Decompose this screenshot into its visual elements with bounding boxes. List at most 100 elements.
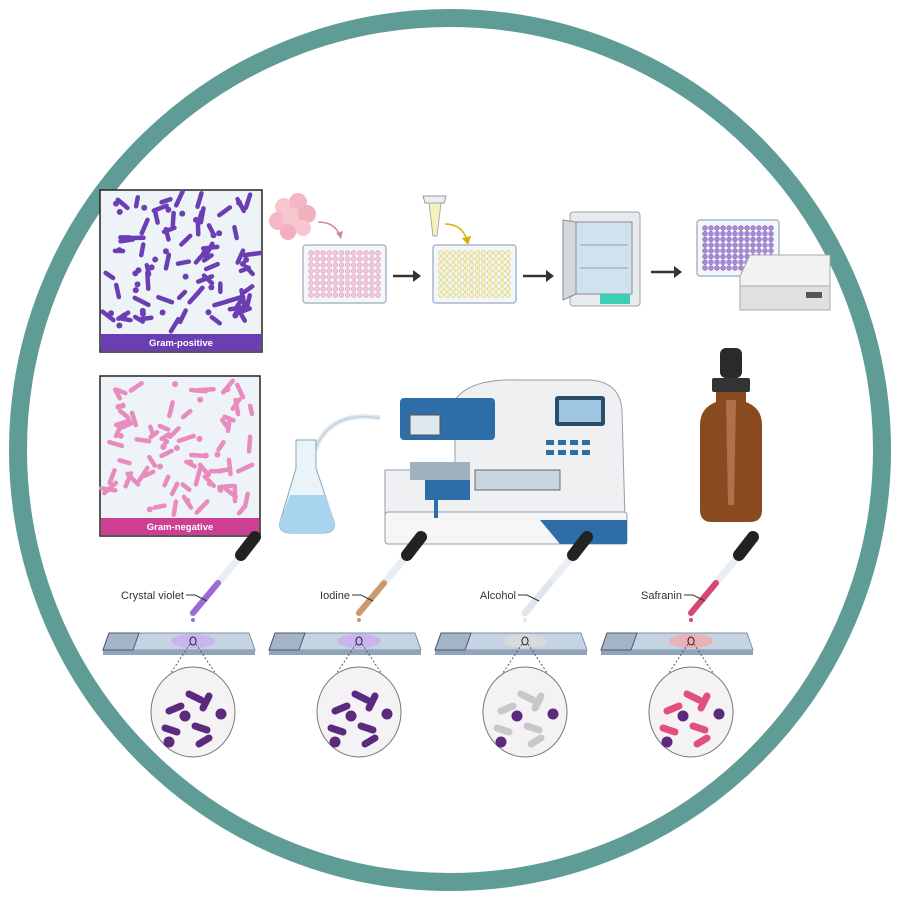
reagent-label: Alcohol xyxy=(480,590,516,602)
coccus xyxy=(113,200,120,207)
well xyxy=(702,236,708,243)
arrow-right-icon xyxy=(523,270,554,282)
well xyxy=(444,280,450,286)
well xyxy=(499,250,505,256)
well xyxy=(732,236,738,243)
rod-bacterium xyxy=(114,387,128,396)
rod-bacterium xyxy=(117,408,131,420)
well xyxy=(468,286,475,292)
well xyxy=(456,262,462,268)
rod-bacterium xyxy=(147,454,158,469)
well xyxy=(505,280,511,286)
rod-bacterium xyxy=(185,690,205,704)
rod-bacterium xyxy=(245,293,252,309)
rod-bacterium xyxy=(191,722,211,734)
well xyxy=(487,286,493,292)
well xyxy=(702,248,708,254)
well xyxy=(768,225,774,231)
well xyxy=(480,286,487,292)
well xyxy=(456,250,462,256)
well xyxy=(344,274,351,280)
rod-bacterium xyxy=(134,437,152,444)
well xyxy=(744,242,750,248)
well xyxy=(344,268,351,274)
rod-bacterium xyxy=(193,251,207,265)
well xyxy=(438,280,444,286)
well xyxy=(750,225,756,231)
coccus xyxy=(192,216,199,223)
well xyxy=(726,259,732,265)
well xyxy=(326,274,332,280)
coccus xyxy=(215,708,227,720)
well xyxy=(702,242,708,248)
rod-bacterium xyxy=(201,253,214,263)
rod-bacterium xyxy=(223,487,239,500)
gram-negative-panel: Gram-negative xyxy=(98,375,261,537)
well xyxy=(450,280,456,286)
coccus xyxy=(132,287,139,294)
rod-bacterium xyxy=(145,270,151,291)
well xyxy=(344,292,351,298)
well xyxy=(732,231,738,237)
well xyxy=(756,248,762,254)
well xyxy=(438,274,444,280)
well xyxy=(487,274,493,280)
gram-positive-label-bar xyxy=(101,334,261,351)
plate-washer-icon xyxy=(384,379,628,545)
well xyxy=(456,274,462,280)
well xyxy=(462,286,469,292)
well xyxy=(480,250,487,256)
rod-bacterium xyxy=(235,382,246,400)
well xyxy=(357,256,363,262)
rod-bacterium xyxy=(161,225,177,235)
rod-bacterium xyxy=(226,457,233,477)
well xyxy=(474,262,481,268)
well xyxy=(357,292,363,298)
coccus xyxy=(381,708,393,720)
coccus xyxy=(345,710,357,722)
well xyxy=(487,262,493,268)
well xyxy=(768,236,774,243)
well xyxy=(357,286,363,292)
well xyxy=(332,262,339,268)
rod-bacterium xyxy=(189,452,209,459)
well xyxy=(450,250,456,256)
erlenmeyer-flask-icon xyxy=(279,414,381,534)
rod-bacterium xyxy=(689,722,709,734)
rod-bacterium xyxy=(225,294,244,304)
well xyxy=(708,225,714,231)
well xyxy=(726,225,732,231)
well xyxy=(344,280,351,286)
microplate-icon xyxy=(432,244,517,304)
incubator-icon xyxy=(562,211,641,307)
rod-bacterium xyxy=(117,458,132,466)
well xyxy=(344,262,351,268)
well xyxy=(756,231,762,237)
rod-bacterium xyxy=(115,197,130,211)
rod-bacterium xyxy=(243,264,255,277)
well xyxy=(344,256,351,262)
plate-reader-icon xyxy=(739,254,831,311)
microscope-slide-icon xyxy=(434,632,588,655)
rod-bacterium xyxy=(151,203,169,213)
well xyxy=(375,256,381,262)
coccus xyxy=(232,312,239,319)
well xyxy=(726,242,732,248)
staining-step-safranin: Safranin xyxy=(600,531,759,758)
well xyxy=(363,250,369,256)
well xyxy=(732,253,738,260)
well xyxy=(756,242,762,248)
coccus xyxy=(661,736,673,748)
rod-bacterium xyxy=(139,242,146,258)
well xyxy=(726,248,732,254)
coccus xyxy=(116,322,123,329)
well xyxy=(474,292,481,298)
well xyxy=(462,274,469,280)
rod-bacterium xyxy=(173,189,185,208)
well xyxy=(744,236,750,243)
well xyxy=(480,274,487,280)
well xyxy=(375,250,381,256)
rod-bacterium xyxy=(114,418,132,428)
well xyxy=(320,250,326,256)
